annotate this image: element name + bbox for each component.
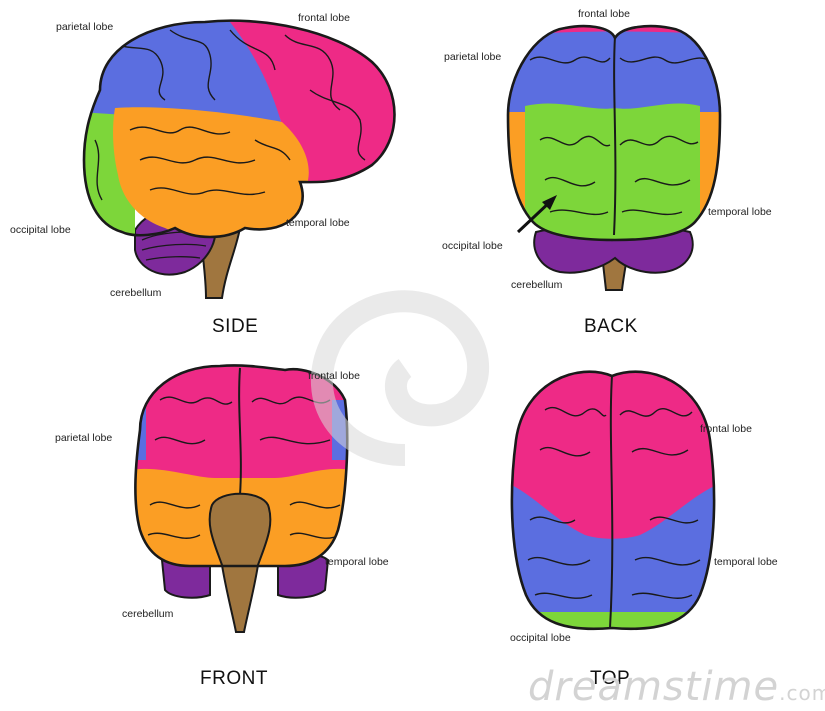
front-temporal-label: temporal lobe [325,556,389,568]
top-view [500,360,730,642]
back-view [500,20,730,290]
side-cerebellum-label: cerebellum [110,287,161,299]
watermark-suffix: .com [779,681,825,705]
back-frontal-lobe [500,20,730,36]
front-parietal-label: parietal lobe [55,432,112,444]
back-frontal-label: frontal lobe [578,8,630,20]
front-cerebellum-label: cerebellum [122,608,173,620]
watermark-main: dreamstime [528,664,779,710]
side-parietal-label: parietal lobe [56,21,113,33]
side-temporal-label: temporal lobe [286,217,350,229]
side-view [80,10,410,298]
side-occipital-label: occipital lobe [10,224,71,236]
back-occipital-label: occipital lobe [442,240,503,252]
back-title: BACK [584,316,638,338]
back-midline [614,36,615,235]
top-occipital-label: occipital lobe [510,632,571,644]
back-cerebellum-label: cerebellum [511,279,562,291]
top-frontal-label: frontal lobe [700,423,752,435]
back-occipital-lobe [525,103,700,245]
back-parietal-label: parietal lobe [444,51,501,63]
front-title: FRONT [200,668,268,690]
side-frontal-label: frontal lobe [298,12,350,24]
top-temporal-label: temporal lobe [714,556,778,568]
front-frontal-label: frontal lobe [308,370,360,382]
watermark-logo: dreamstime.com [528,664,825,710]
back-temporal-label: temporal lobe [708,206,772,218]
side-title: SIDE [212,316,258,338]
